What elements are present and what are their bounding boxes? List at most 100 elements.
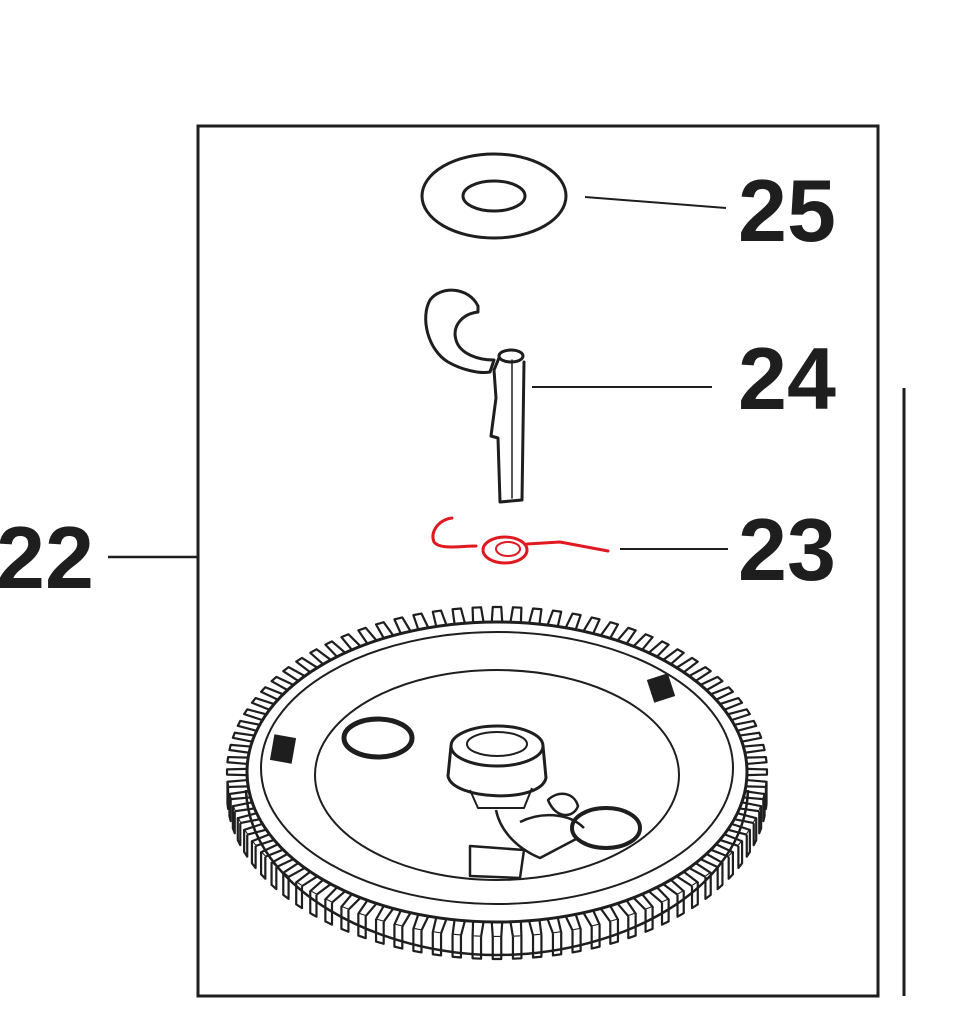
gear-tooth-face [231,806,236,835]
gear-tooth [250,696,275,711]
gear-tooth-face [676,891,685,918]
gear-tooth-face [551,932,563,957]
gear-tooth [662,648,685,666]
gear-tooth-face [762,794,766,823]
gear-tooth [564,612,582,630]
gear-tooth [745,778,768,789]
gear-tooth [490,921,504,939]
gear-tooth-face [752,818,758,847]
gear-tooth [528,919,543,937]
callout-24: 24 [738,329,836,428]
gear-tooth [236,719,260,732]
gear-tooth [734,719,758,732]
gear-tooth-face [716,862,724,891]
gear-inner-rim [260,631,734,905]
gear-tooth-face [609,919,620,945]
gear-tooth [648,886,670,904]
gear-tooth [309,878,332,896]
gear-tooth [451,919,466,937]
gear-tooth-face [412,928,423,954]
gear-tooth-face [590,924,601,950]
gear-tooth [700,675,724,692]
gear-tooth [745,755,768,766]
gear-tooth [243,708,267,722]
gear-tooth-face [393,924,404,950]
gear-dish [314,669,680,881]
gear-tooth [340,633,362,651]
cam-lever-part [424,288,526,504]
gear-tooth [259,686,284,701]
callout-23: 23 [738,500,836,599]
gear-tooth [324,640,346,658]
gear-hole [341,716,415,760]
gear-tooth [451,607,466,625]
gear-tooth [226,755,249,766]
gear-tooth-face [745,829,751,858]
governor-gear [225,605,769,961]
leader-line-25 [584,196,727,209]
gear-tooth [357,626,378,645]
gear-tooth-face [250,841,257,870]
gear-tooth [393,616,412,634]
gear-tooth [746,767,769,777]
gear-tooth-face [243,829,249,858]
gear-tooth [727,708,751,722]
gear-tooth [739,731,763,743]
gear-tooth [582,616,601,634]
gear-tooth-face [431,932,443,957]
gear-tooth [710,686,735,701]
gear-hub [446,724,548,809]
gear-tooth-face [236,818,242,847]
gear-tooth [632,633,654,651]
flyweights [468,792,642,880]
gear-tooth [662,878,685,896]
gear-tooth [393,910,412,928]
gear-tooth-face [270,862,278,891]
gear-tooth-face [228,794,232,823]
gear-tooth [599,621,620,639]
gear-tooth-face [324,899,334,926]
gear-tooth-face [374,919,385,945]
gear-tooth [509,606,523,623]
gear-tooth [719,696,744,711]
gear-tooth-face [758,806,763,835]
callout-22: 22 [0,508,94,607]
gear-tooth-face [226,781,230,811]
gear-tooth [374,621,395,639]
gear-tooth [295,656,318,674]
gear-tooth [231,731,255,743]
gear-tooth [599,905,620,923]
gear-tooth [676,656,699,674]
gear-tooth [616,626,637,645]
washer-part [420,152,568,240]
callout-25: 25 [738,161,836,260]
gear-tooth [648,640,670,658]
gear-tooth [374,905,395,923]
gear-tooth [471,606,485,623]
gear-tooth [309,648,332,666]
gear-tooth-face [727,852,735,880]
gear-tooth [688,862,712,878]
gear-tooth [490,605,504,623]
gear-tooth [228,743,251,754]
spring-part [431,516,610,565]
gear-tooth [225,767,248,777]
gear-tooth-face [764,781,768,811]
gear-teeth [225,605,769,961]
gear-tooth [282,666,306,682]
gear-rim [245,620,749,924]
gear-tooth [431,609,448,627]
gear-tooth [743,743,766,754]
gear-tooth [582,910,601,928]
gear-tooth [226,778,249,789]
gear-tooth [270,675,294,692]
gear-tooth-face [737,841,744,870]
gear-tooth-face [259,852,267,880]
gear-tooth [688,666,712,682]
gear-tooth-face [491,936,503,961]
gear-tooth [509,921,523,938]
gear-tooth [412,612,430,630]
gear-tooth-face [571,928,582,954]
gear-tooth [471,921,485,938]
gear-tooth-face [627,913,637,940]
